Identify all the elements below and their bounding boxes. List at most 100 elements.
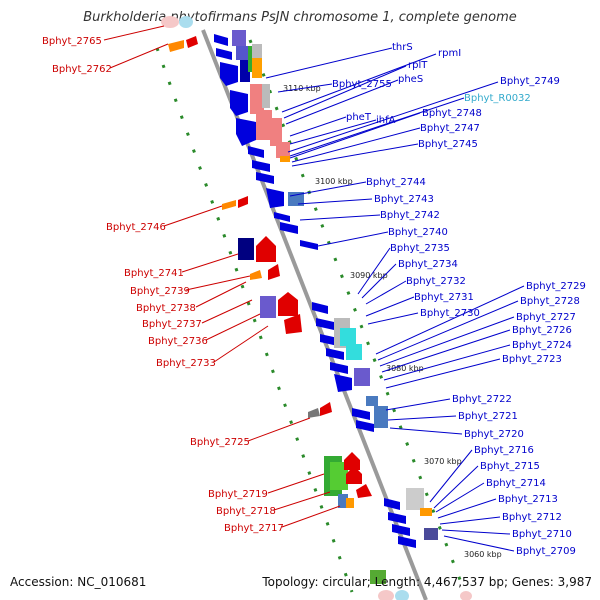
gene-label[interactable]: Bphyt_2725: [190, 437, 250, 448]
gene-arrow: [280, 222, 298, 234]
gene-label[interactable]: Bphyt_2741: [124, 268, 184, 279]
gene-label[interactable]: Bphyt_2755: [332, 79, 392, 90]
gene-arrow: [256, 172, 274, 184]
gene-arrow: [320, 334, 338, 346]
gene-label[interactable]: Bphyt_2716: [474, 445, 534, 456]
gene-label[interactable]: Bphyt_2730: [420, 308, 480, 319]
gene-label[interactable]: Bphyt_2743: [374, 194, 434, 205]
gene-arrow: [300, 240, 318, 250]
gene-label[interactable]: Bphyt_2726: [512, 325, 572, 336]
gene-arrow: [216, 48, 232, 60]
gene-block: [374, 406, 388, 428]
gene-label[interactable]: rplT: [408, 60, 428, 71]
gene-arrow: [334, 374, 352, 392]
gene-block: [252, 58, 262, 78]
gene-label[interactable]: Bphyt_R0032: [464, 93, 531, 104]
gene-label[interactable]: rpmI: [438, 48, 461, 59]
gene-label[interactable]: Bphyt_2746: [106, 222, 166, 233]
gene-block: [346, 498, 354, 508]
gene-label[interactable]: pheT: [346, 112, 372, 123]
gene-arrow: [238, 196, 248, 208]
gene-block: [260, 296, 276, 318]
gene-block: [420, 508, 432, 516]
gene-arrow: [248, 146, 264, 158]
gene-label[interactable]: Bphyt_2735: [390, 243, 450, 254]
gene-label[interactable]: Bphyt_2742: [380, 210, 440, 221]
gene-arrow: [320, 402, 332, 416]
gene-label[interactable]: Bphyt_2723: [502, 354, 562, 365]
gene-arrow: [252, 160, 270, 172]
gene-label[interactable]: Bphyt_2739: [130, 286, 190, 297]
left-leader-lines: [103, 25, 341, 528]
gene-label[interactable]: Bphyt_2720: [464, 429, 524, 440]
kbp-mark: 3070 kbp: [424, 457, 462, 466]
gene-label[interactable]: Bphyt_2732: [406, 276, 466, 287]
gene-arrow: [220, 62, 238, 86]
gene-label[interactable]: Bphyt_2709: [516, 546, 576, 557]
gene-label[interactable]: Bphyt_2765: [42, 36, 102, 47]
genome-summary-text: Topology: circular; Length: 4,467,537 bp…: [262, 575, 592, 589]
kbp-mark: 3060 kbp: [464, 550, 502, 559]
gene-block: [256, 110, 272, 140]
gene-label[interactable]: Bphyt_2748: [422, 108, 482, 119]
gene-arrow: [278, 292, 298, 316]
gene-arrow: [312, 302, 328, 314]
gene-block: [280, 156, 290, 162]
gene-label[interactable]: Bphyt_2733: [156, 358, 216, 369]
gene-block: [366, 396, 378, 406]
gene-label[interactable]: Bphyt_2747: [420, 123, 480, 134]
gene-label[interactable]: Bphyt_2744: [366, 177, 426, 188]
gene-block: [370, 570, 386, 584]
gene-arrow: [274, 212, 290, 222]
gene-label[interactable]: Bphyt_2722: [452, 394, 512, 405]
gene-label[interactable]: pheS: [398, 74, 423, 85]
gene-block: [232, 30, 246, 46]
gene-label[interactable]: Bphyt_2721: [458, 411, 518, 422]
gene-label[interactable]: Bphyt_2734: [398, 259, 458, 270]
gene-label[interactable]: Bphyt_2714: [486, 478, 546, 489]
gene-label[interactable]: thrS: [392, 42, 413, 53]
right-leader-lines: [265, 47, 525, 552]
faded-feature: [161, 16, 179, 28]
gene-label[interactable]: Bphyt_2762: [52, 64, 112, 75]
gene-label[interactable]: Bphyt_2740: [388, 227, 448, 238]
kbp-mark: 3100 kbp: [315, 177, 353, 186]
gene-label[interactable]: Bphyt_2715: [480, 461, 540, 472]
gene-label[interactable]: Bphyt_2729: [526, 281, 586, 292]
faded-feature: [460, 591, 472, 600]
gene-block: [252, 44, 262, 58]
gene-arrow: [388, 512, 406, 524]
gene-label[interactable]: Bphyt_2737: [142, 319, 202, 330]
gene-label[interactable]: ihfA: [376, 115, 396, 126]
tick-track-left: [155, 47, 354, 593]
gene-label[interactable]: Bphyt_2745: [418, 139, 478, 150]
gene-block: [236, 46, 248, 60]
gene-label[interactable]: Bphyt_2713: [498, 494, 558, 505]
gene-label[interactable]: Bphyt_2717: [224, 523, 284, 534]
gene-label[interactable]: Bphyt_2738: [136, 303, 196, 314]
gene-block: [240, 60, 250, 82]
gene-label[interactable]: Bphyt_2724: [512, 340, 572, 351]
gene-arrow: [356, 420, 374, 432]
faded-feature: [395, 590, 409, 600]
gene-label[interactable]: Bphyt_2727: [516, 312, 576, 323]
gene-arrow: [330, 362, 348, 374]
reverse-strand-genes: [214, 30, 438, 548]
gene-arrow: [168, 40, 184, 52]
gene-block: [340, 328, 356, 346]
gene-arrow: [392, 524, 410, 536]
gene-arrow: [186, 36, 198, 48]
gene-label[interactable]: Bphyt_2710: [512, 529, 572, 540]
gene-label[interactable]: Bphyt_2728: [520, 296, 580, 307]
gene-block: [270, 118, 282, 146]
gene-label[interactable]: Bphyt_2731: [414, 292, 474, 303]
faded-feature: [179, 16, 193, 28]
gene-label[interactable]: Bphyt_2736: [148, 336, 208, 347]
gene-arrow: [236, 118, 256, 146]
gene-label[interactable]: Bphyt_2719: [208, 489, 268, 500]
gene-label[interactable]: Bphyt_2718: [216, 506, 276, 517]
gene-label[interactable]: Bphyt_2712: [502, 512, 562, 523]
gene-label[interactable]: Bphyt_2749: [500, 76, 560, 87]
gene-arrow: [222, 200, 236, 210]
gene-block: [276, 142, 290, 158]
